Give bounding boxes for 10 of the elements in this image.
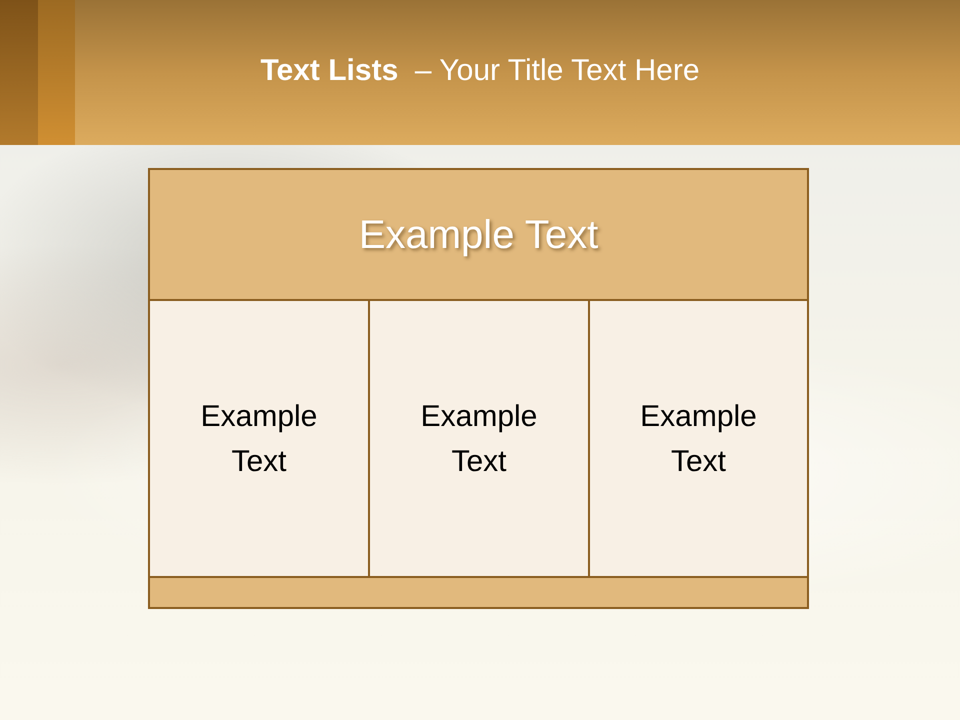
column-text: Example Text: [639, 399, 758, 480]
column-text: Example Text: [420, 399, 538, 480]
slide-title: Text Lists – Your Title Text Here: [260, 54, 700, 88]
footer-bar: [148, 576, 809, 609]
column-panel: [588, 299, 809, 579]
header-band: [148, 168, 809, 302]
column-text: Example Text: [200, 399, 318, 480]
heading-text: Example Text: [358, 212, 598, 258]
column-panel: [368, 299, 590, 579]
column-panel: [148, 299, 370, 579]
